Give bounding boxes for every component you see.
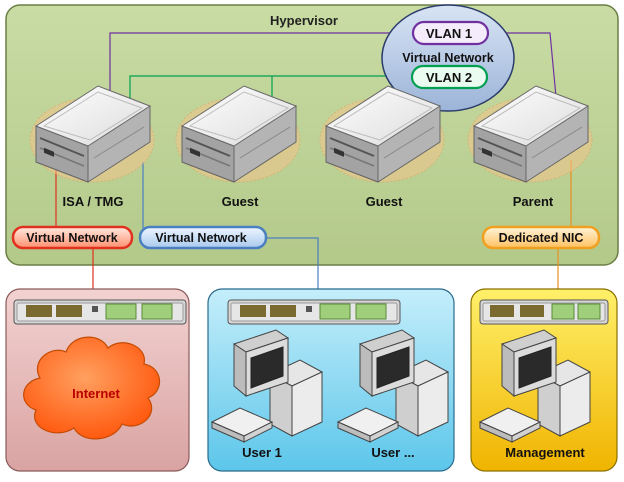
vlan-network-label: Virtual Network <box>402 51 494 65</box>
vlan2-label: VLAN 2 <box>426 70 472 85</box>
management-label: Management <box>505 445 585 460</box>
internet-switch <box>13 299 187 325</box>
vlan1-pill <box>411 20 490 46</box>
server-label: Guest <box>222 194 260 209</box>
adapter-label: Dedicated NIC <box>499 231 584 245</box>
internet-zone: Internet <box>5 288 190 472</box>
server-guest-1: Guest <box>175 85 301 209</box>
adapter-label: Virtual Network <box>26 231 118 245</box>
hypervisor-title: Hypervisor <box>270 13 338 28</box>
lan-zone: User 1 User ... <box>207 288 455 472</box>
server-label: Guest <box>366 194 404 209</box>
internal-virtual-network-adapter: Virtual Network <box>138 225 268 250</box>
adapter-label: Virtual Network <box>155 231 247 245</box>
internet-label: Internet <box>72 386 120 401</box>
lan-switch <box>227 299 401 325</box>
user-label: User 1 <box>242 445 282 460</box>
vlan-virtual-network: VLAN 1 Virtual Network VLAN 2 <box>381 4 515 112</box>
external-virtual-network-adapter: Virtual Network <box>11 225 134 250</box>
vlan2-pill <box>410 64 489 90</box>
vlan1-label: VLAN 1 <box>426 26 472 41</box>
server-parent: Parent <box>467 85 593 209</box>
server-isa-tmg: ISA / TMG <box>29 85 155 209</box>
server-label: Parent <box>513 194 554 209</box>
management-zone: Management <box>470 288 618 472</box>
server-label: ISA / TMG <box>63 194 124 209</box>
user-label: User ... <box>371 445 414 460</box>
dedicated-nic-adapter: Dedicated NIC <box>481 225 601 250</box>
internet-cloud: Internet <box>23 336 161 440</box>
server-guest-2: Guest <box>319 85 445 209</box>
